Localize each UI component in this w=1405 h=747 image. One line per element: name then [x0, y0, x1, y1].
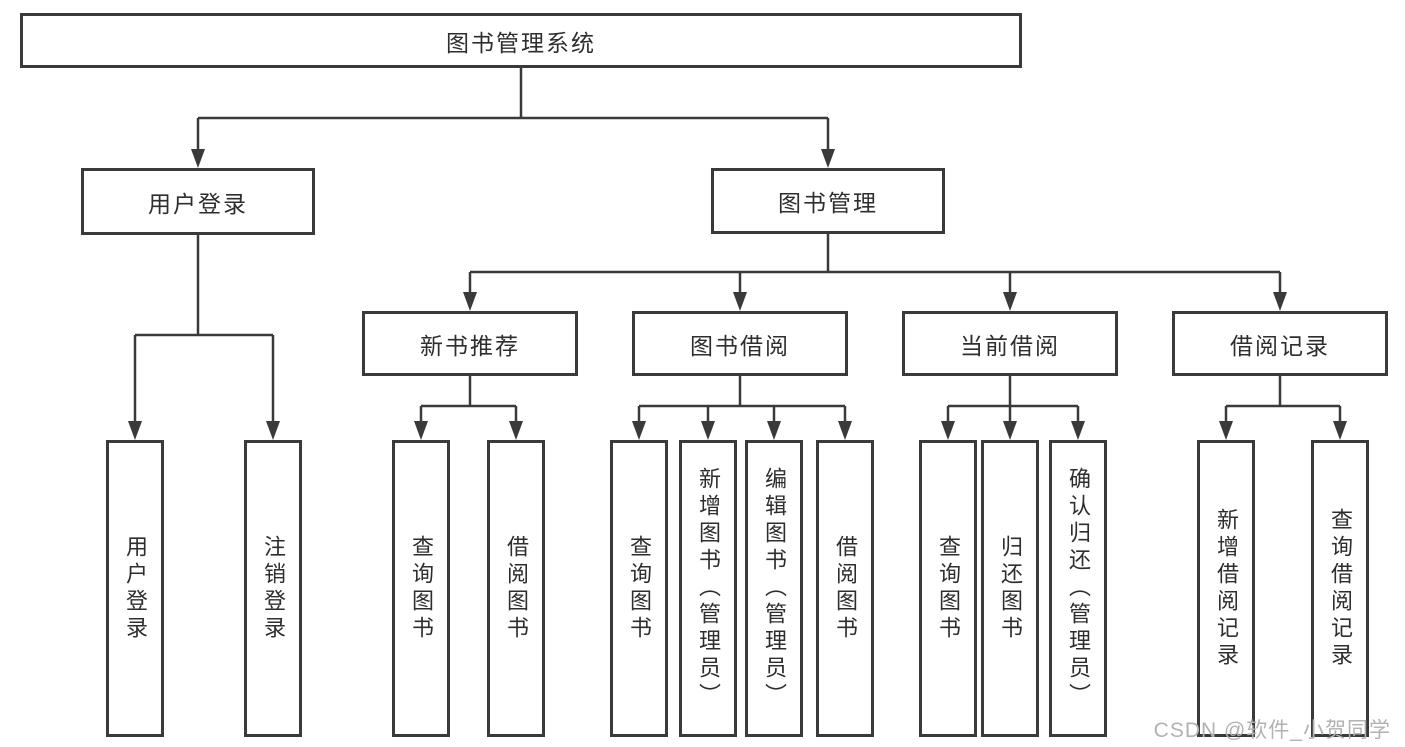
- node-leaf-edit-book-admin: 编辑图书（管理员）: [745, 440, 803, 737]
- node-borrow-records: 借阅记录: [1172, 311, 1388, 376]
- node-leaf-query-books-current: 查询图书: [919, 440, 977, 737]
- node-label: 查询图书: [627, 534, 652, 643]
- node-label: 编辑图书（管理员）: [762, 467, 787, 710]
- node-label: 新书推荐: [420, 332, 520, 359]
- node-label: 注销登录: [261, 534, 286, 643]
- node-label: 用户登录: [148, 190, 248, 217]
- node-leaf-add-book-admin: 新增图书（管理员）: [679, 440, 737, 737]
- node-leaf-borrow-books: 借阅图书: [816, 440, 874, 737]
- node-leaf-return-books: 归还图书: [981, 440, 1039, 737]
- node-label: 借阅图书: [504, 534, 529, 643]
- node-leaf-confirm-return-admin: 确认归还（管理员）: [1049, 440, 1107, 737]
- node-label: 图书管理: [778, 190, 878, 216]
- node-leaf-query-books-borrow: 查询图书: [610, 440, 668, 737]
- node-label: 查询借阅记录: [1328, 507, 1353, 670]
- node-label: 查询图书: [936, 534, 961, 643]
- node-label: 新增图书（管理员）: [696, 467, 721, 710]
- node-leaf-borrow-books-recommend: 借阅图书: [487, 440, 545, 737]
- node-new-book-recommend: 新书推荐: [362, 311, 578, 376]
- node-label: 新增借阅记录: [1214, 507, 1239, 670]
- node-label: 查询图书: [409, 534, 434, 643]
- csdn-watermark: CSDN @软件_小贺同学: [1153, 719, 1391, 742]
- node-label: 借阅图书: [833, 534, 858, 643]
- arrowhead-icons: [128, 149, 1347, 440]
- node-user-login: 用户登录: [81, 168, 315, 235]
- node-leaf-user-login: 用户登录: [106, 440, 164, 737]
- node-label: 图书借阅: [690, 332, 790, 359]
- node-library-management-system: 图书管理系统: [20, 13, 1022, 68]
- node-label: 当前借阅: [960, 332, 1060, 359]
- node-label: 借阅记录: [1230, 332, 1330, 359]
- node-label: 用户登录: [123, 534, 148, 643]
- node-current-borrow: 当前借阅: [902, 311, 1118, 376]
- node-label: 归还图书: [998, 534, 1023, 643]
- node-book-management: 图书管理: [711, 168, 945, 234]
- node-leaf-logout: 注销登录: [244, 440, 302, 737]
- node-book-borrow: 图书借阅: [632, 311, 848, 376]
- node-leaf-query-books-recommend: 查询图书: [392, 440, 450, 737]
- node-label: 确认归还（管理员）: [1066, 467, 1091, 710]
- node-leaf-add-borrow-record: 新增借阅记录: [1197, 440, 1255, 737]
- connector-path: [133, 67, 1342, 424]
- node-leaf-query-borrow-record: 查询借阅记录: [1311, 440, 1369, 737]
- node-label: 图书管理系统: [446, 29, 596, 56]
